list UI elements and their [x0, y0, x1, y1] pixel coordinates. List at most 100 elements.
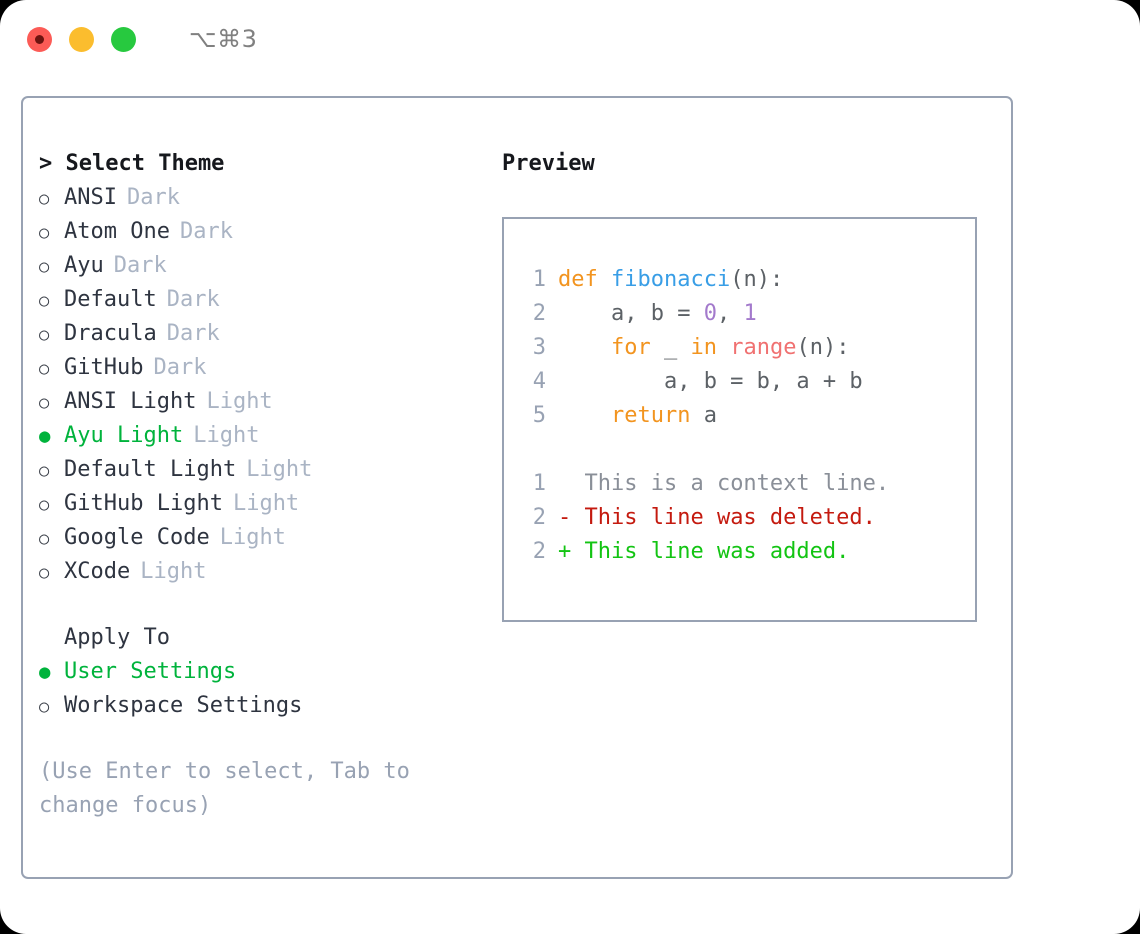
apply-to-option-workspace-settings[interactable]: ○Workspace Settings [39, 689, 489, 723]
diff-line-del: 2- This line was deleted. [514, 501, 975, 535]
theme-option-label: Default Light [64, 457, 237, 482]
apply-to-option-label: User Settings [64, 659, 237, 684]
code-token-pl [558, 403, 611, 428]
code-token-pl: a, b = [558, 301, 704, 326]
code-line-number: 4 [532, 369, 546, 394]
theme-option-ayu-light[interactable]: ● Ayu Light Light [39, 419, 489, 453]
diff-sample: 1 This is a context line.2- This line wa… [514, 467, 975, 569]
code-line-number: 5 [532, 403, 546, 428]
minimize-button-icon[interactable] [69, 26, 94, 52]
theme-option-tag: Dark [113, 253, 167, 278]
radio-unselected-icon: ○ [39, 223, 50, 243]
radio-unselected-icon: ○ [39, 495, 50, 515]
code-line-content: a, b = 0, 1 [558, 297, 757, 331]
code-token-kw: in [690, 335, 717, 360]
theme-option-label: GitHub Light [64, 491, 223, 516]
code-token-pl: a [690, 403, 717, 428]
radio-unselected-icon: ○ [39, 257, 50, 277]
code-token-fn: fibonacci [610, 267, 731, 292]
theme-option-tag: Light [193, 423, 260, 448]
diff-marker: - [558, 505, 572, 530]
radio-unselected-icon: ○ [39, 529, 50, 549]
title-bar: ⌥⌘3 [0, 0, 1140, 78]
theme-option-label: Google Code [64, 525, 210, 550]
theme-option-label: XCode [64, 559, 131, 584]
theme-option-label: ANSI [64, 185, 117, 210]
theme-option-github-light[interactable]: ○ GitHub Light Light [39, 487, 489, 521]
code-line-content: return a [558, 399, 717, 433]
code-token-pl: (n): [730, 267, 784, 292]
code-token-num: 1 [743, 301, 757, 326]
code-line: 5 return a [514, 399, 975, 433]
code-line-number: 3 [532, 335, 546, 360]
code-line: 2 a, b = 0, 1 [514, 297, 975, 331]
code-line-content: for _ in range(n): [558, 331, 849, 365]
diff-line-add: 2 + This line was added. [514, 535, 975, 569]
apply-to-option-label: Workspace Settings [64, 693, 303, 718]
theme-option-tag: Dark [179, 219, 233, 244]
keyboard-shortcut-label: ⌥⌘3 [189, 25, 258, 53]
theme-option-label: Atom One [64, 219, 170, 244]
code-line: 1 def fibonacci(n): [514, 263, 975, 297]
theme-option-default[interactable]: ○ Default Dark [39, 283, 489, 317]
theme-option-ayu[interactable]: ○ Ayu Dark [39, 249, 489, 283]
theme-option-tag: Light [140, 559, 207, 584]
diff-marker: + [558, 539, 572, 564]
theme-option-label: ANSI Light [64, 389, 197, 414]
theme-option-default-light[interactable]: ○ Default Light Light [39, 453, 489, 487]
code-spacer [514, 433, 975, 467]
close-button-icon[interactable] [27, 26, 52, 52]
radio-unselected-icon: ○ [39, 563, 50, 583]
radio-unselected-icon: ○ [39, 291, 50, 311]
keyboard-hint-text: (Use Enter to select, Tab to change focu… [39, 759, 410, 818]
theme-option-tag: Dark [166, 287, 220, 312]
radio-unselected-icon: ○ [39, 461, 50, 481]
diff-line-content: This is a context line. [571, 471, 890, 496]
code-token-kw: return [610, 403, 691, 428]
theme-option-tag: Light [232, 491, 300, 516]
diff-line-content: This line was added. [571, 539, 850, 564]
code-token-pl: , [716, 301, 744, 326]
zoom-button-icon[interactable] [111, 26, 136, 52]
diff-line-ctx: 1 This is a context line. [514, 467, 975, 501]
theme-option-label: Ayu Light [64, 423, 184, 448]
theme-option-google-code[interactable]: ○ Google Code Light [39, 521, 489, 555]
theme-option-label: Ayu [64, 253, 104, 278]
code-token-pl: _ [650, 335, 691, 360]
code-line-content: def fibonacci(n): [558, 263, 783, 297]
theme-option-xcode[interactable]: ○ XCode Light [39, 555, 489, 589]
theme-option-tag: Dark [153, 355, 207, 380]
code-line-number: 1 [532, 267, 546, 292]
theme-option-label: Dracula [64, 321, 157, 346]
code-line: 4 a, b = b, a + b [514, 365, 975, 399]
theme-option-tag: Light [246, 457, 313, 482]
apply-to-list: ●User Settings○Workspace Settings [39, 655, 489, 723]
code-token-kw: for [610, 335, 651, 360]
diff-marker [558, 467, 571, 501]
diff-line-number: 1 [532, 471, 546, 496]
code-line: 3 for _ in range(n): [514, 331, 975, 365]
theme-option-tag: Dark [166, 321, 220, 346]
theme-option-tag: Light [219, 525, 286, 550]
diff-line-number: 2 [532, 539, 546, 564]
window-controls [27, 26, 136, 52]
theme-option-label: Default [64, 287, 157, 312]
radio-selected-icon: ● [39, 425, 51, 447]
close-dot-icon [35, 34, 44, 44]
code-token-num: 0 [703, 301, 717, 326]
radio-unselected-icon: ○ [39, 359, 50, 379]
radio-unselected-icon: ○ [39, 393, 50, 413]
apply-to-option-user-settings[interactable]: ●User Settings [39, 655, 489, 689]
theme-option-atom-one[interactable]: ○ Atom One Dark [39, 215, 489, 249]
code-token-pl [717, 335, 730, 360]
